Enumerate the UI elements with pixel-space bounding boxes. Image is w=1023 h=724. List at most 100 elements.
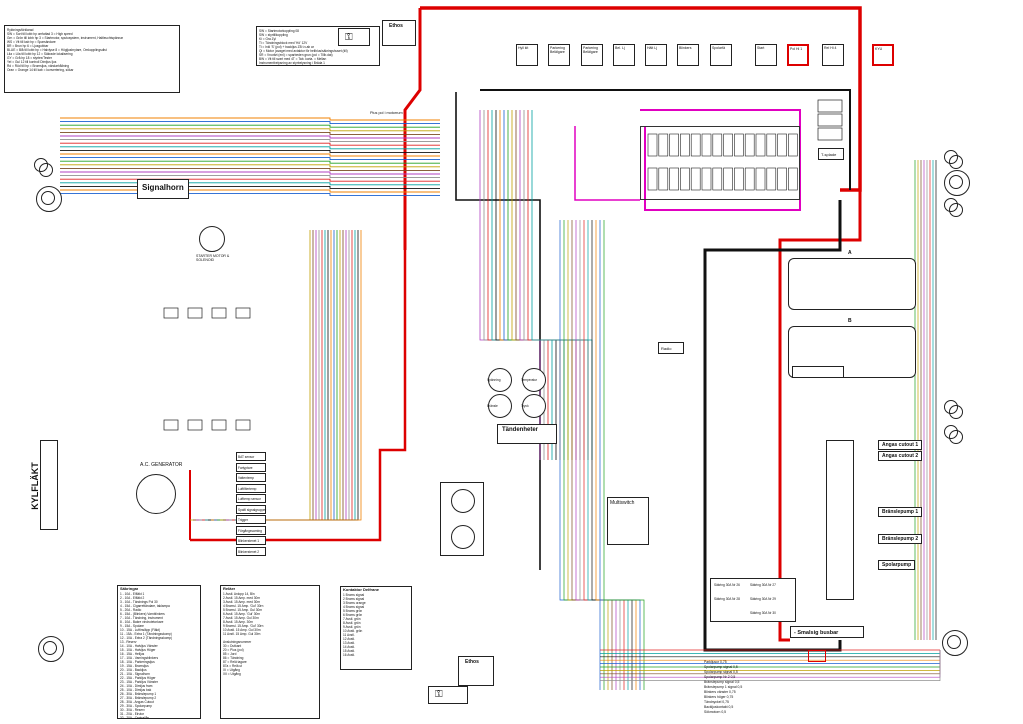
wire-list-item: Backljuskontakt 0,5 <box>704 705 734 709</box>
relay-label: Start <box>757 46 765 50</box>
main-feed-red <box>190 110 407 542</box>
hastighetsmatare-icon <box>451 489 475 513</box>
relay-label: Rel Hi 4 <box>824 46 837 50</box>
harness-wire <box>600 650 941 661</box>
fuse-cell <box>734 133 744 157</box>
main-ground-black <box>703 200 842 652</box>
fuse-cell <box>690 133 701 157</box>
starter-motor-label: STARTER MOTOR & SOLENOID <box>196 254 230 262</box>
fuse-cell <box>788 133 798 157</box>
fuse-cell <box>744 133 755 157</box>
wire-list-item: Spolarpump signal 0,5 <box>704 665 738 669</box>
relay-label: Spolarfä <box>712 46 726 50</box>
meter-label: Temperatur <box>521 378 538 382</box>
instrument-item-label: Lufttemp sensor <box>238 497 261 501</box>
instrument-item-label: Vattentemp <box>238 476 255 480</box>
fuse-cell <box>658 167 669 191</box>
connector-a <box>788 258 916 310</box>
fuse-cell <box>712 133 723 157</box>
harness-wire <box>60 124 440 128</box>
relay-legend-note: SW = Startmotorkoppling 08 SW = styrtill… <box>256 26 380 66</box>
contact-list-title: Kontaktor Delfrane <box>343 588 380 592</box>
instrument-item: BAT sensor <box>236 452 266 461</box>
breaker-label: Säkring 30A Nr 28 <box>714 597 740 601</box>
key-bottom-icon: ⚿ <box>435 689 443 700</box>
ethos-bottom-box: Ethos <box>458 656 494 686</box>
instrument-item: Förgångsvarning <box>236 525 266 535</box>
tandenheter-label: Tändenheter <box>502 427 539 433</box>
wire-list-item: Blinkers höger 0,75 <box>704 695 734 699</box>
ac-generator-icon <box>136 474 176 514</box>
harness-wire <box>60 175 440 179</box>
harness-wire <box>60 149 440 153</box>
relay-list-text: 1 Avstl. Anlopp 14, Bln 2 Avstl. 15 Amp.… <box>223 592 264 676</box>
harness-wire <box>60 182 440 186</box>
relay-stack-cell <box>817 127 843 141</box>
harness-wire <box>241 230 362 521</box>
instrument-item: Vattentemp <box>236 473 266 482</box>
ethos-top-label: Ethos <box>389 23 403 29</box>
ignition-coil <box>235 307 251 319</box>
fuse-cell <box>755 167 766 191</box>
wire-list-item: Bränslepump 1 signal 0,5 <box>704 685 743 689</box>
branslepump-2-box: Bränslepump 2 <box>878 534 923 544</box>
harness-wire <box>60 185 440 189</box>
relay-legend-text: SW = Startmotorkoppling 08 SW = styrtill… <box>259 29 348 65</box>
meter-1-icon: Temperatur <box>521 368 546 392</box>
tandenheter-box: Tändenheter <box>497 424 557 444</box>
breaker-label: Säkring 30A Nr 30 <box>750 611 776 615</box>
gauge-pod <box>440 482 484 556</box>
relay-stack-cell <box>817 113 843 127</box>
fuse-cell <box>734 167 744 191</box>
instrument-item-label: Luftfiltertemp <box>238 486 257 491</box>
t-splade-box: T-splade <box>818 148 844 160</box>
ground-black <box>480 89 851 190</box>
varvraknare-icon <box>451 525 475 549</box>
fuse-cell <box>690 167 701 191</box>
relay-label: Parkering Belälgare <box>583 46 598 54</box>
ac-generator-label: A.C. GENERATOR <box>140 462 183 468</box>
wire-list-item: Spolarpump Nr 2 0,5 <box>704 675 736 679</box>
instrument-item: Fartyptare <box>236 462 266 472</box>
fuse-cell <box>766 167 777 191</box>
lamp-right-5-icon <box>944 425 963 444</box>
relay-label: Bel. Lj <box>615 46 625 50</box>
meter-3-icon: Tryck <box>521 394 546 418</box>
relay-3: Bel. Lj <box>613 44 635 66</box>
wire-magenta <box>640 109 801 211</box>
radio-box: Radio <box>658 342 684 354</box>
ignition-coil <box>235 419 251 431</box>
relay-label: KYU <box>875 47 883 51</box>
harness-wire <box>60 146 440 150</box>
angas-cutout-1-box: Angas cutout 1 <box>878 440 923 450</box>
wire-list-item: Bränslepump signal 0,5 <box>704 680 740 684</box>
meter-label: Spänning <box>487 378 501 382</box>
connector-b-label: B <box>848 318 852 324</box>
ignition-coil <box>211 307 227 319</box>
fuse-cell <box>744 167 755 191</box>
lamp-right-2-icon <box>944 170 970 196</box>
fuse-cell <box>701 133 712 157</box>
relay-5: Blinkers <box>677 44 699 66</box>
instrument-item-label: Trigger <box>238 518 248 522</box>
instrument-item: Blinkerstenet 1 <box>236 536 266 545</box>
relay-label: Blinkers <box>679 46 692 50</box>
fuse-cell <box>723 133 733 157</box>
fuse-list-text: 1 - 10A - Elfläkt 1 2 - 10A - Elfläkt 2 … <box>120 592 173 718</box>
wire-magenta <box>574 126 640 201</box>
instrument-item-label: Blinkerstenet 1 <box>238 539 260 543</box>
harness-wire <box>603 220 645 690</box>
ignition-switch-top: ⚿ <box>338 28 370 46</box>
multiswitch-label: Multiswitch <box>610 500 635 506</box>
lamp-right-6-icon <box>942 630 968 656</box>
meter-label: Tryck <box>521 404 529 408</box>
instrument-item-label: BAT sensor <box>238 455 255 459</box>
relay-7: Start <box>755 44 777 66</box>
relay-list-note: Reläer 1 Avstl. Anlopp 14, Bln 2 Avstl. … <box>220 585 320 719</box>
instrument-item: Spaltl signalgrupper <box>236 504 266 514</box>
ignition-coil <box>211 419 227 431</box>
fuse-cell <box>755 133 766 157</box>
harness-wire <box>600 650 941 681</box>
ignition-switch-bottom: ⚿ <box>428 686 468 704</box>
relay-label: Pol Hi 1 <box>790 47 803 51</box>
